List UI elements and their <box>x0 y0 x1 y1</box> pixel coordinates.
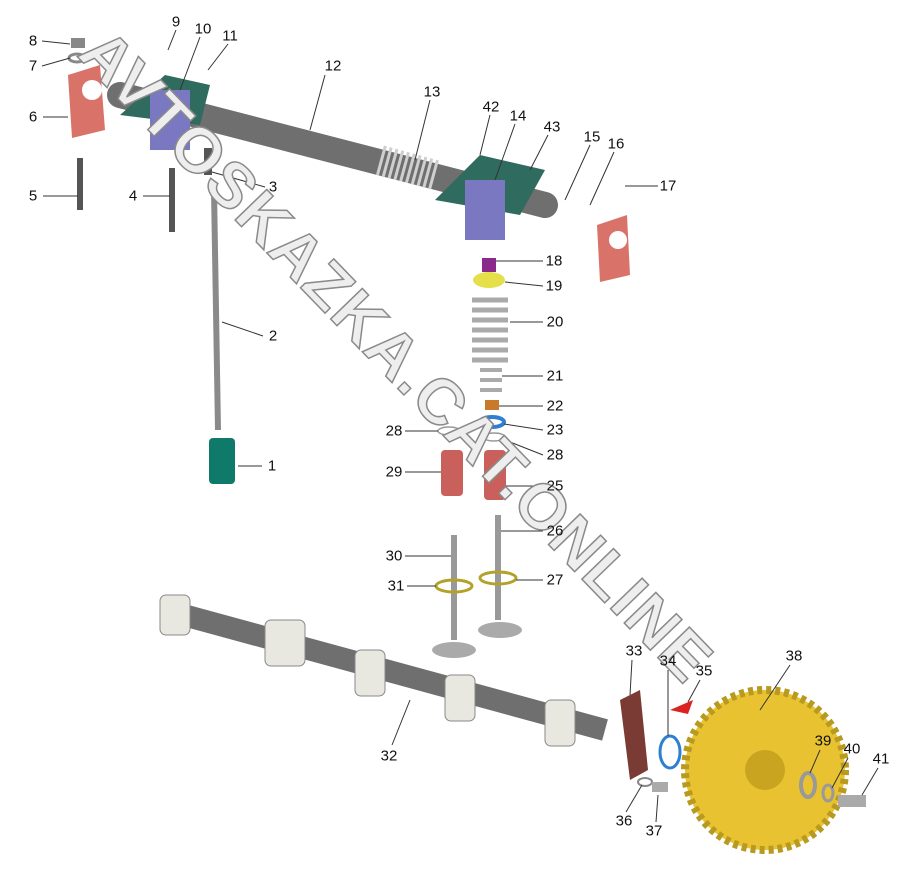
callout-37[interactable]: 37 <box>645 822 663 840</box>
callout-23[interactable]: 23 <box>546 421 564 439</box>
callout-21[interactable]: 21 <box>546 367 564 385</box>
valve-head-26 <box>478 622 522 638</box>
callout-14[interactable]: 14 <box>509 107 527 125</box>
callout-38[interactable]: 38 <box>785 647 803 665</box>
callout-30[interactable]: 30 <box>385 547 403 565</box>
outer-spring <box>472 297 508 363</box>
callout-33[interactable]: 33 <box>625 642 643 660</box>
bolt-41 <box>838 795 866 807</box>
callout-32[interactable]: 32 <box>380 747 398 765</box>
callout-13[interactable]: 13 <box>423 83 441 101</box>
callout-36[interactable]: 36 <box>615 812 633 830</box>
callout-29[interactable]: 29 <box>385 463 403 481</box>
end-bracket-left <box>68 65 105 138</box>
callout-6[interactable]: 6 <box>28 108 38 126</box>
callout-31[interactable]: 31 <box>387 577 405 595</box>
callout-12[interactable]: 12 <box>324 57 342 75</box>
valve-guide-25 <box>484 450 506 500</box>
rocker-support-right <box>465 180 505 240</box>
callout-20[interactable]: 20 <box>546 313 564 331</box>
bracket-hole <box>82 80 102 100</box>
nut-8 <box>71 38 85 48</box>
callout-40[interactable]: 40 <box>843 740 861 758</box>
callout-4[interactable]: 4 <box>128 187 138 205</box>
callout-15[interactable]: 15 <box>583 128 601 146</box>
callout-7[interactable]: 7 <box>28 57 38 75</box>
washer-7 <box>67 52 87 64</box>
valve-cotter <box>482 258 496 272</box>
bolt-37 <box>652 782 668 792</box>
callout-27[interactable]: 27 <box>546 571 564 589</box>
ring-28b <box>482 432 506 442</box>
callout-11[interactable]: 11 <box>222 27 238 45</box>
gasket-33 <box>620 690 648 780</box>
callout-35[interactable]: 35 <box>695 662 713 680</box>
callout-28-left[interactable]: 28 <box>385 422 403 440</box>
rocker-support-left <box>150 90 190 150</box>
callout-26[interactable]: 26 <box>546 522 564 540</box>
callout-39[interactable]: 39 <box>814 732 832 750</box>
callout-3[interactable]: 3 <box>268 178 278 196</box>
callout-19[interactable]: 19 <box>545 277 563 295</box>
callout-9[interactable]: 9 <box>171 13 181 31</box>
washer-40 <box>821 783 835 803</box>
valve-head-30 <box>432 642 476 658</box>
callout-25[interactable]: 25 <box>546 477 564 495</box>
callout-2[interactable]: 2 <box>268 327 278 345</box>
callout-43[interactable]: 43 <box>543 118 561 136</box>
key-35 <box>670 700 693 714</box>
seal-22 <box>485 400 499 410</box>
callout-42[interactable]: 42 <box>482 98 500 116</box>
tappet <box>209 438 235 484</box>
washer-23 <box>478 415 506 429</box>
callout-17[interactable]: 17 <box>659 177 677 195</box>
callout-28-right[interactable]: 28 <box>546 446 564 464</box>
cam-lobes <box>159 594 576 747</box>
washer-39 <box>799 771 817 799</box>
spring-retainer <box>473 272 505 288</box>
gear-hub <box>745 750 785 790</box>
callout-5[interactable]: 5 <box>28 187 38 205</box>
o-ring-34 <box>658 734 682 770</box>
callout-34[interactable]: 34 <box>659 652 677 670</box>
valve-guide-29 <box>441 450 463 496</box>
callout-41[interactable]: 41 <box>872 750 890 768</box>
end-bracket-right <box>597 215 630 282</box>
leader-lines <box>41 29 879 823</box>
callout-8[interactable]: 8 <box>28 32 38 50</box>
washer-36 <box>637 777 653 787</box>
ring-27 <box>478 570 518 586</box>
callout-16[interactable]: 16 <box>607 135 625 153</box>
callout-10[interactable]: 10 <box>194 20 212 38</box>
inner-spring <box>480 368 502 392</box>
push-rod <box>211 189 221 431</box>
callout-22[interactable]: 22 <box>546 397 564 415</box>
callout-1[interactable]: 1 <box>267 457 277 475</box>
callout-18[interactable]: 18 <box>545 252 563 270</box>
bracket-hole <box>609 231 627 249</box>
ring-28a <box>437 426 461 436</box>
